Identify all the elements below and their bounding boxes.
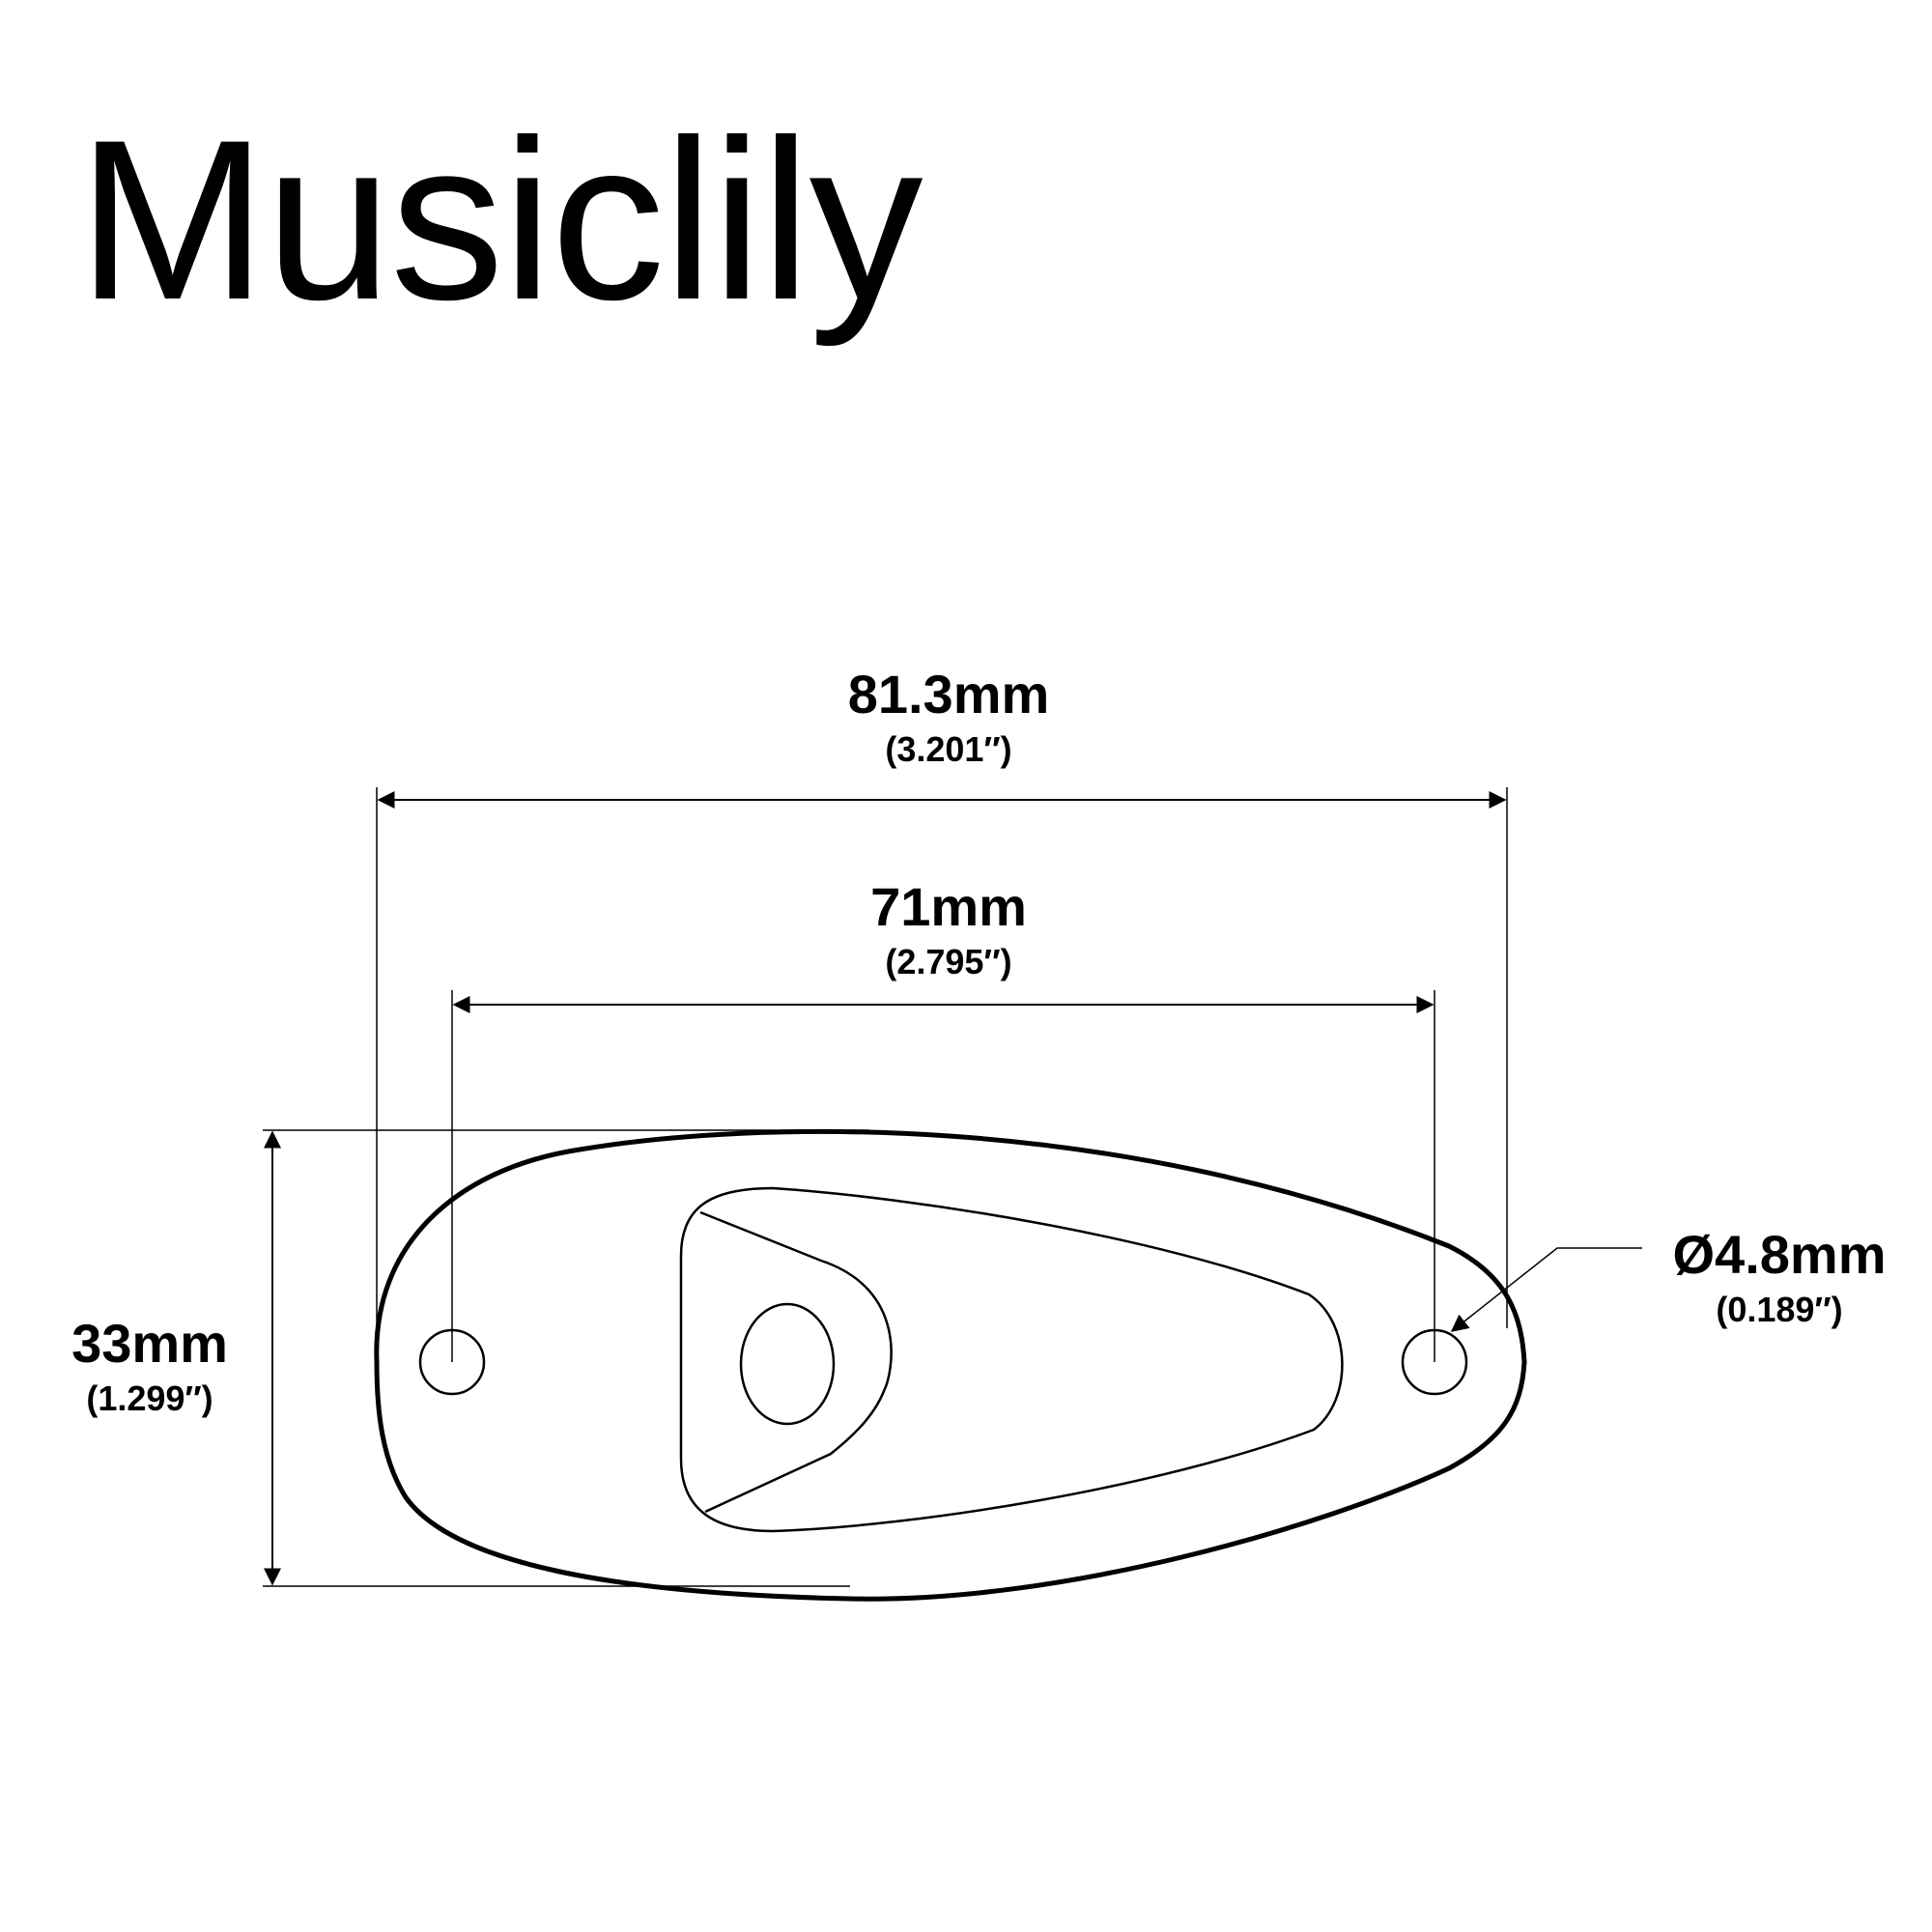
output-jack-hole [739, 1302, 836, 1426]
hole-diameter-label: Ø4.8mm [1673, 1224, 1887, 1285]
brand-title: Musiclily [77, 93, 923, 348]
hole-diameter-imperial: (0.189″) [1716, 1290, 1842, 1329]
plate-outline [374, 1128, 1527, 1602]
hole-spacing-label: 71mm [870, 876, 1027, 937]
width-imperial: (1.299″) [86, 1378, 213, 1418]
inner-recess [679, 1186, 1344, 1533]
overall-length-label: 81.3mm [848, 664, 1050, 724]
hole-diameter-leader [1450, 1247, 1642, 1332]
hole-spacing-imperial: (2.795″) [885, 942, 1011, 981]
jack-boss [699, 1210, 893, 1514]
width-label: 33mm [71, 1313, 228, 1374]
overall-length-imperial: (3.201″) [885, 729, 1011, 769]
